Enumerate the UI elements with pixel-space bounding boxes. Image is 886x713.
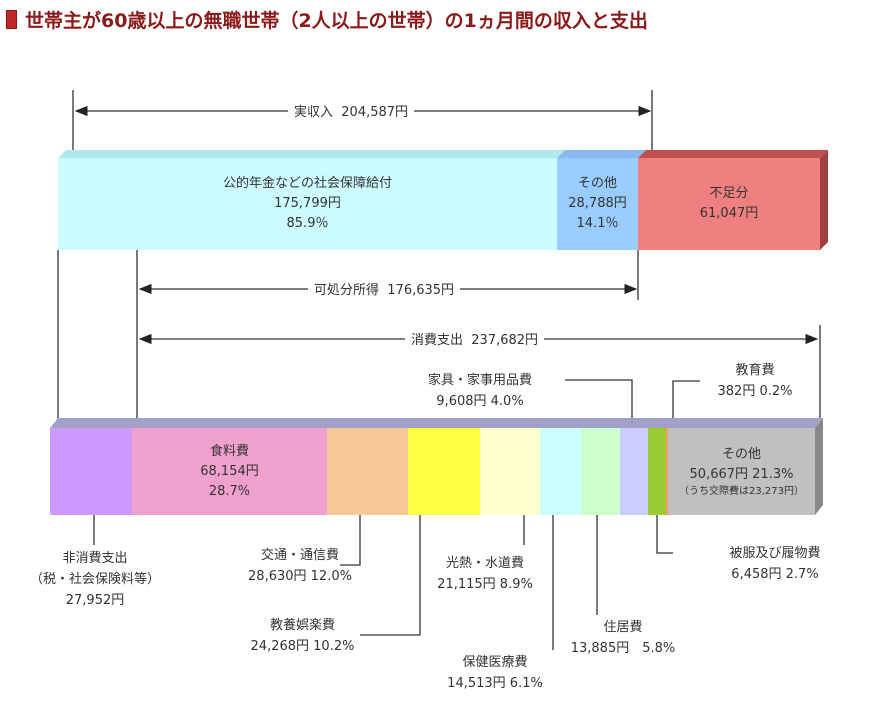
segment-transport	[327, 428, 408, 515]
title-marker-icon	[6, 10, 17, 29]
label-non-consumption: 非消費支出（税・社会保険料等）27,952円	[29, 551, 160, 608]
segment-culture	[408, 428, 480, 515]
segment-furniture	[620, 428, 648, 515]
segment-housing	[581, 428, 620, 515]
segment-medical	[540, 428, 581, 515]
disposable-income-label: 可処分所得 176,635円	[308, 279, 461, 298]
segment-utilities	[480, 428, 540, 515]
segment-education	[666, 428, 668, 515]
consumption-label: 消費支出 237,682円	[405, 329, 545, 348]
segment-non-consumption	[50, 428, 132, 515]
page-title: 世帯主が60歳以上の無職世帯（2人以上の世帯）の1ヵ月間の収入と支出	[6, 6, 648, 33]
income-label: 実収入 204,587円	[288, 101, 415, 120]
segment-clothing	[648, 428, 666, 515]
